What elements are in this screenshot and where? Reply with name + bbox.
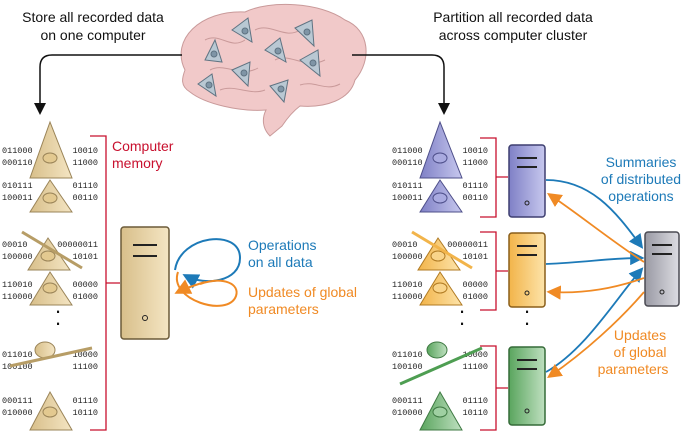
brain-neuron [197,17,321,104]
neuron-axons-right [399,230,483,386]
right-binary-row-3-start: 100011 [392,193,423,203]
left-binary-row-9-end: 11100 [72,362,98,372]
left-binary-row-7-end: 01000 [72,292,98,302]
right-binary-row-4-start: 00010 [392,240,418,250]
summary-arrows [545,179,645,373]
cluster-node-3 [508,346,546,426]
left-binary-row-5-start: 100000 [2,252,33,262]
title-left-line1: Store all recorded data [22,9,164,25]
cluster-node-2 [508,232,546,308]
single-computer [120,226,170,340]
ellipsis-right-2: · [458,310,465,335]
right-binary-row-5-start: 100000 [392,252,423,262]
right-binary-row-1-end: 11000 [462,158,488,168]
arrow-to-left [34,54,182,115]
right-binary-row-5-end: 10101 [462,252,488,262]
updates-right-line1: Updates [614,327,666,343]
right-binary-row-11-start: 010000 [392,408,423,418]
right-binary-row-2-start: 010111 [392,181,423,191]
left-binary-row-6-end: 00000 [72,280,98,290]
right-binary-row-6-end: 00000 [462,280,488,290]
partition-bracket-2 [480,231,508,311]
summaries-label-line3: operations [608,188,673,204]
right-binary-row-7-start: 110000 [392,292,423,302]
left-binary-row-11-end: 10110 [72,408,98,418]
right-binary-row-6-start: 110010 [392,280,423,290]
right-binary-row-7-end: 01000 [462,292,488,302]
left-binary-row-1-end: 11000 [72,158,98,168]
operations-label-line1: Operations [248,237,316,253]
right-binary-row-10-start: 000111 [392,396,423,406]
right-binary-row-0-start: 011000 [392,146,423,156]
operations-label-line2: on all data [248,254,313,270]
partition-bracket-1 [480,137,508,218]
summaries-label-line1: Summaries [606,154,677,170]
title-left-line2: on one computer [40,27,145,43]
updates-right-line3: parameters [598,361,669,377]
brain-illustration [180,4,367,137]
updates-label-line1: Updates of global [248,284,357,300]
left-binary-row-11-start: 010000 [2,408,33,418]
right-binary-row-0-end: 10010 [462,146,488,156]
neuron-column-right-green [419,341,463,431]
right-binary-row-4-end: 00000011 [447,240,488,250]
title-right-line2: across computer cluster [439,27,588,43]
left-binary-row-8-end: 10000 [72,350,98,360]
partition-bracket-3 [480,345,508,431]
neuron-column-left [27,120,73,431]
left-binary-row-3-start: 100011 [2,193,33,203]
neuron-axons-left [9,230,93,368]
right-binary-row-3-end: 00110 [462,193,488,203]
right-binary-row-8-end: 10000 [462,350,488,360]
right-binary-row-1-start: 000110 [392,158,423,168]
title-right-line1: Partition all recorded data [433,9,593,25]
ellipsis-right: · [458,298,465,323]
left-binary-row-0-end: 10010 [72,146,98,156]
memory-label-line2: memory [112,155,163,171]
memory-bracket [90,135,120,431]
update-arrows [546,193,645,379]
left-binary-row-9-start: 100100 [2,362,33,372]
right-binary-row-9-end: 11100 [462,362,488,372]
right-binary-row-2-end: 01110 [462,181,488,191]
left-binary-row-2-end: 01110 [72,181,98,191]
ellipsis-servers-2: · [523,310,530,335]
operations-loop [174,238,242,289]
left-binary-row-3-end: 00110 [72,193,98,203]
left-binary-row-10-end: 01110 [72,396,98,406]
cluster-node-1 [508,144,546,218]
left-binary-row-10-start: 000111 [2,396,33,406]
left-binary-row-6-start: 110010 [2,280,33,290]
left-binary-row-0-start: 011000 [2,146,33,156]
ellipsis-servers: · [523,298,530,323]
left-binary-row-4-start: 00010 [2,240,28,250]
updates-right-line2: of global [614,344,667,360]
updates-loop-head [174,279,206,294]
right-binary-row-11-end: 10110 [462,408,488,418]
ellipsis-left: · [54,298,61,323]
summaries-label-line2: of distributed [601,171,681,187]
right-binary-row-9-start: 100100 [392,362,423,372]
master-node [644,231,680,307]
left-binary-row-4-end: 00000011 [57,240,98,250]
left-binary-row-7-start: 110000 [2,292,33,302]
ellipsis-left-2: · [54,310,61,335]
memory-label-line1: Computer [112,138,174,154]
left-binary-row-1-start: 000110 [2,158,33,168]
left-binary-row-8-start: 011010 [2,350,33,360]
updates-label-line2: parameters [248,301,319,317]
neuron-column-right-purple [419,120,463,213]
arrow-to-right [352,54,450,115]
left-binary-row-5-end: 10101 [72,252,98,262]
right-binary-row-10-end: 01110 [462,396,488,406]
right-binary-row-8-start: 011010 [392,350,423,360]
left-binary-row-2-start: 010111 [2,181,33,191]
